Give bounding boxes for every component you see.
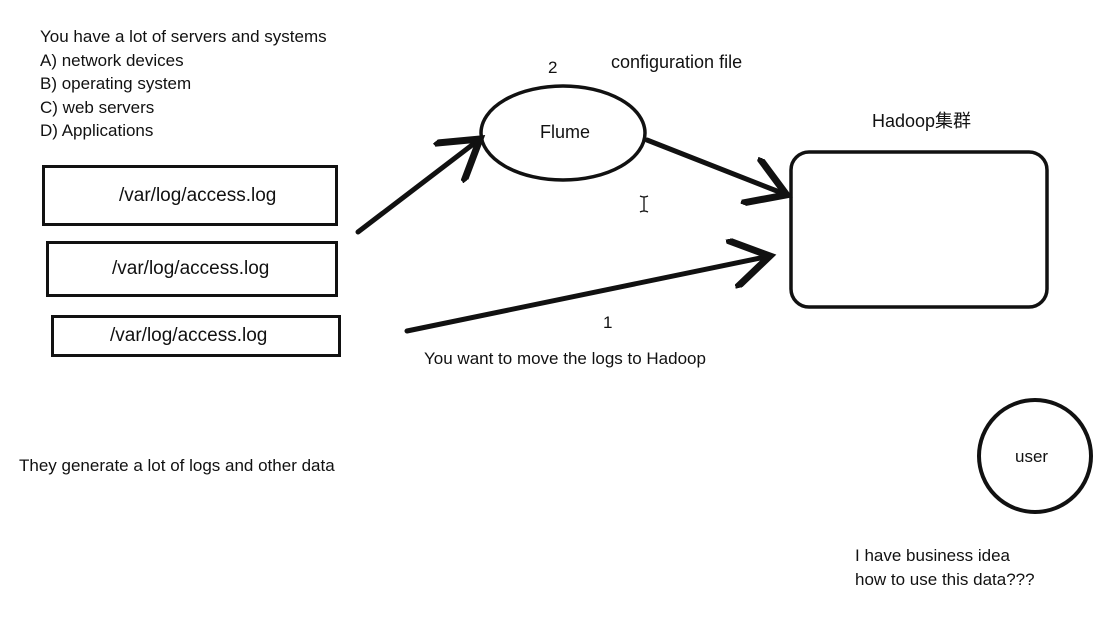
servers-intro: You have a lot of servers and systems A)…: [40, 25, 327, 143]
intro-item-c: C) web servers: [40, 97, 155, 117]
log-box-1: /var/log/access.log: [42, 165, 338, 226]
log-box-3-label: /var/log/access.log: [110, 325, 268, 346]
direct-step-number: 1: [603, 313, 613, 332]
arrow-logs-to-flume: [355, 142, 476, 235]
log-box-2-label: /var/log/access.log: [112, 258, 270, 279]
move-logs-note: You want to move the logs to Hadoop: [424, 349, 706, 368]
flume-ellipse: [479, 84, 647, 182]
log-box-3: /var/log/access.log: [51, 315, 341, 357]
hadoop-cluster-label: Hadoop集群: [872, 111, 972, 131]
intro-item-d: D) Applications: [40, 121, 154, 140]
arrow-flume-to-hadoop: [644, 137, 782, 193]
intro-item-b: B) operating system: [40, 74, 192, 93]
business-idea-line-1: I have business idea: [855, 546, 1010, 565]
user-circle: [977, 398, 1093, 514]
hadoop-cluster-box: [789, 150, 1049, 309]
business-idea-line-2: how to use this data???: [855, 570, 1035, 589]
intro-item-a: A) network devices: [40, 50, 184, 70]
flume-step-number: 2: [548, 58, 558, 77]
intro-heading: You have a lot of servers and systems: [40, 27, 327, 46]
log-box-2: /var/log/access.log: [46, 241, 338, 297]
text-cursor-icon: [639, 195, 649, 213]
user-label: user: [1015, 447, 1049, 466]
config-file-note: configuration file: [611, 52, 743, 72]
flume-label: Flume: [540, 122, 591, 142]
generate-note: They generate a lot of logs and other da…: [19, 456, 335, 475]
arrow-logs-to-hadoop-direct: [404, 257, 765, 334]
log-box-1-label: /var/log/access.log: [119, 184, 277, 206]
